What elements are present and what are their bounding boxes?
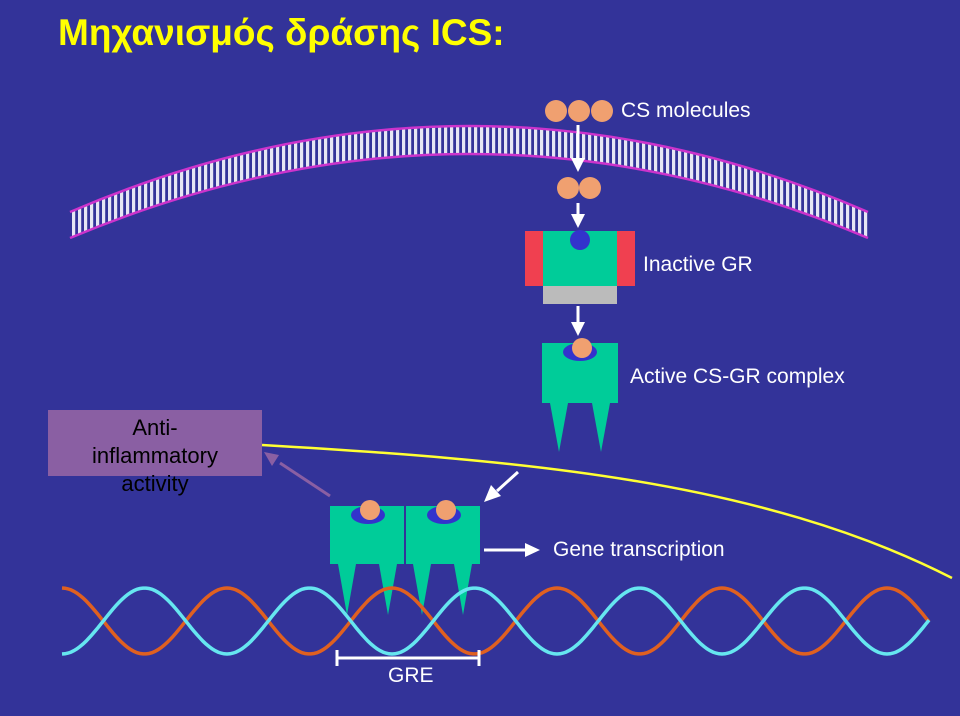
label-gre: GRE xyxy=(388,664,434,687)
arrow-translocation xyxy=(484,470,520,502)
arrow-anti-inflammatory xyxy=(264,452,331,498)
receptor-finger-right xyxy=(592,403,610,452)
receptor-finger xyxy=(413,564,431,615)
cs-molecule-icon xyxy=(572,338,592,358)
cs-molecule-icon xyxy=(591,100,613,122)
inactive-gr-icon xyxy=(525,230,635,304)
cs-molecule-icon xyxy=(545,100,567,122)
anti-line-2: inflammatory xyxy=(92,443,218,468)
receptor-finger-left xyxy=(550,403,568,452)
dna-helix xyxy=(61,586,931,656)
label-active-complex: Active CS-GR complex xyxy=(630,365,845,388)
anti-inflammatory-box xyxy=(48,410,262,476)
cs-molecule-icon xyxy=(360,500,380,520)
arrow-entry xyxy=(571,125,585,172)
label-cs-molecules: CS molecules xyxy=(621,99,751,122)
hsp-bottom xyxy=(543,286,617,304)
dna-strand-cyan xyxy=(61,586,931,656)
nuclear-membrane-line xyxy=(261,443,953,580)
membrane-body xyxy=(70,126,868,238)
cell-membrane xyxy=(69,124,869,240)
cs-molecule-icon xyxy=(568,100,590,122)
arrow-activation xyxy=(571,306,585,336)
membrane-edge-bottom xyxy=(69,152,869,240)
label-gene-transcription: Gene transcription xyxy=(553,538,725,561)
ligand-pocket xyxy=(570,230,590,250)
anti-line-1: Anti- xyxy=(132,415,178,440)
anti-line-3: activity xyxy=(121,471,189,496)
active-gr-icon xyxy=(542,338,618,452)
hsp-left xyxy=(525,231,543,286)
cs-molecule-icon xyxy=(579,177,601,199)
anti-inflammatory-label: Anti- inflammatory activity xyxy=(48,414,262,498)
slide-title: Μηχανισμός δράσης ICS: xyxy=(58,12,505,53)
arrow-transcription xyxy=(484,543,540,557)
dna-strand-orange xyxy=(61,586,931,656)
cs-molecule-legend xyxy=(545,100,613,122)
arrow-binding xyxy=(571,203,585,228)
receptor-finger xyxy=(338,564,356,615)
membrane-edge-top xyxy=(69,124,869,214)
hsp-right xyxy=(617,231,635,286)
gre-bracket xyxy=(335,650,481,666)
cs-molecule-icon xyxy=(557,177,579,199)
gr-dimer-icon xyxy=(330,500,480,615)
label-inactive-gr: Inactive GR xyxy=(643,253,753,276)
cs-molecule-icon xyxy=(436,500,456,520)
